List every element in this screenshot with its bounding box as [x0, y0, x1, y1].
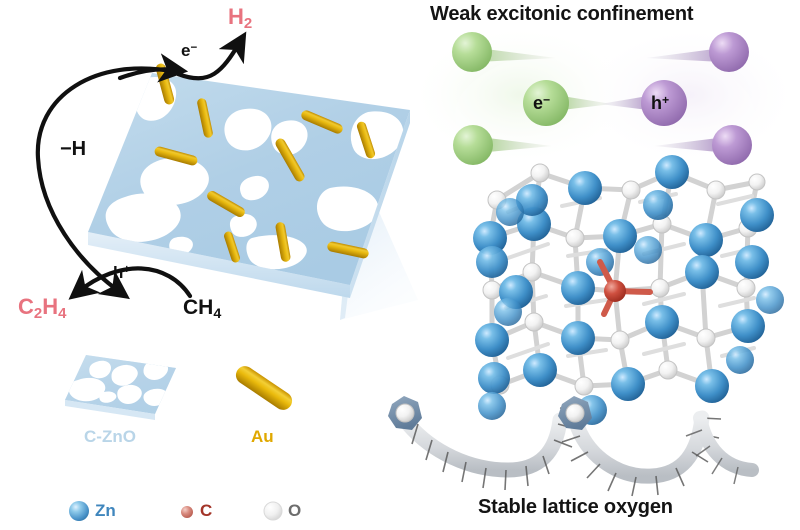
legend-sphere-zn [69, 501, 89, 521]
label-exciton-electron-sup: − [543, 93, 551, 107]
label-c2h4-sub1: 2 [33, 305, 43, 323]
carrier-electron-main [523, 80, 612, 126]
label-hole-sup: + [123, 264, 131, 277]
lattice-carbon-substitution [597, 259, 653, 317]
reaction-arrows [35, 31, 247, 300]
label-hole-text: h [113, 263, 124, 282]
label-electron-sheet: e− [181, 42, 197, 59]
wrench-middle [558, 396, 722, 497]
legend-label-c: C [200, 501, 213, 520]
label-c2h4-product: C2H4 [18, 296, 66, 322]
label-exciton-hole: h+ [651, 94, 669, 112]
legend-au-rod [235, 366, 293, 410]
legend-label-au: Au [251, 427, 274, 446]
label-c2h4-c: C [18, 294, 34, 319]
legend-czno-sheet [65, 355, 176, 420]
carrier-electron-top [452, 32, 556, 72]
legend-sphere-c [181, 506, 193, 518]
label-h2-sub: 2 [243, 15, 253, 33]
carrier-hole-main [600, 80, 687, 126]
exciton-carriers [452, 32, 752, 165]
label-c2h4-h: H [42, 294, 59, 319]
label-ch4-text: CH [183, 296, 214, 319]
label-exciton-electron-text: e [533, 93, 544, 114]
c-zno-sheet [88, 63, 410, 298]
gold-nanorods [154, 63, 376, 263]
heading-stable-lattice-oxygen: Stable lattice oxygen [478, 496, 673, 518]
label-electron-text: e [181, 41, 191, 60]
legend-sphere-o [263, 501, 283, 521]
carrier-hole-top [646, 32, 749, 72]
label-h2-product: H2 [228, 6, 252, 32]
label-h2-text: H [228, 4, 244, 29]
legend-label-zn: Zn [95, 501, 116, 520]
lattice-zinc-atoms [473, 155, 784, 425]
legend-label-czno: C-ZnO [84, 427, 136, 446]
label-hole-sheet: h+ [113, 264, 130, 281]
zno-lattice [473, 155, 784, 425]
lattice-oxygen-wrenches [388, 396, 759, 497]
label-ch4-sub: 4 [213, 305, 222, 322]
carrier-hole-bottom [654, 125, 752, 165]
legend-label-o: O [288, 501, 302, 520]
legend-atom-spheres [69, 501, 283, 521]
label-dehydrogenation: −H [60, 138, 87, 160]
label-exciton-electron: e− [533, 94, 550, 112]
label-ch4-reactant: CH4 [183, 297, 221, 321]
label-exciton-hole-sup: + [662, 93, 670, 107]
wrench-right [685, 411, 759, 485]
carrier-electron-bottom [453, 125, 552, 165]
heading-weak-excitonic-confinement: Weak excitonic confinement [430, 3, 694, 25]
label-electron-sup: − [190, 42, 198, 55]
label-c2h4-sub2: 4 [58, 305, 67, 323]
label-exciton-hole-text: h [651, 93, 662, 114]
